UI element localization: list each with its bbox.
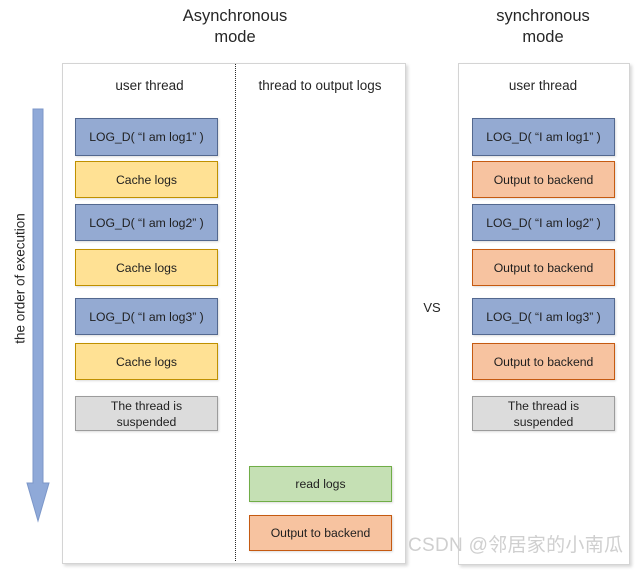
step-async-read-logs[interactable]: read logs	[249, 466, 392, 502]
order-of-execution-label: the order of execution	[12, 213, 28, 344]
step-sync-output-1[interactable]: Output to backend	[472, 161, 615, 198]
step-sync-log3[interactable]: LOG_D( “I am log3” )	[472, 298, 615, 335]
step-sync-log1[interactable]: LOG_D( “I am log1” )	[472, 118, 615, 156]
lane-header-async-output-thread: thread to output logs	[258, 78, 382, 93]
step-sync-output-2[interactable]: Output to backend	[472, 249, 615, 286]
step-async-cache-1[interactable]: Cache logs	[75, 161, 218, 198]
lane-divider	[235, 64, 236, 561]
step-sync-suspended[interactable]: The thread is suspended	[472, 396, 615, 431]
step-async-log2[interactable]: LOG_D( “I am log2” )	[75, 204, 218, 241]
async-mode-title: Asynchronous mode	[182, 7, 288, 46]
order-of-execution-arrow: the order of execution	[4, 95, 56, 535]
lane-header-async-user-thread: user thread	[115, 78, 184, 93]
sync-mode-title: synchronous mode	[496, 7, 590, 46]
step-async-cache-2[interactable]: Cache logs	[75, 249, 218, 286]
step-async-log3[interactable]: LOG_D( “I am log3” )	[75, 298, 218, 335]
vs-label: VS	[423, 300, 441, 315]
step-async-suspended[interactable]: The thread is suspended	[75, 396, 218, 431]
step-async-cache-3[interactable]: Cache logs	[75, 343, 218, 380]
step-async-output[interactable]: Output to backend	[249, 515, 392, 551]
step-sync-output-3[interactable]: Output to backend	[472, 343, 615, 380]
down-arrow-icon	[26, 108, 50, 523]
step-async-log1[interactable]: LOG_D( “I am log1” )	[75, 118, 218, 156]
lane-header-sync-user-thread: user thread	[508, 78, 578, 93]
step-sync-log2[interactable]: LOG_D( “I am log2” )	[472, 204, 615, 241]
